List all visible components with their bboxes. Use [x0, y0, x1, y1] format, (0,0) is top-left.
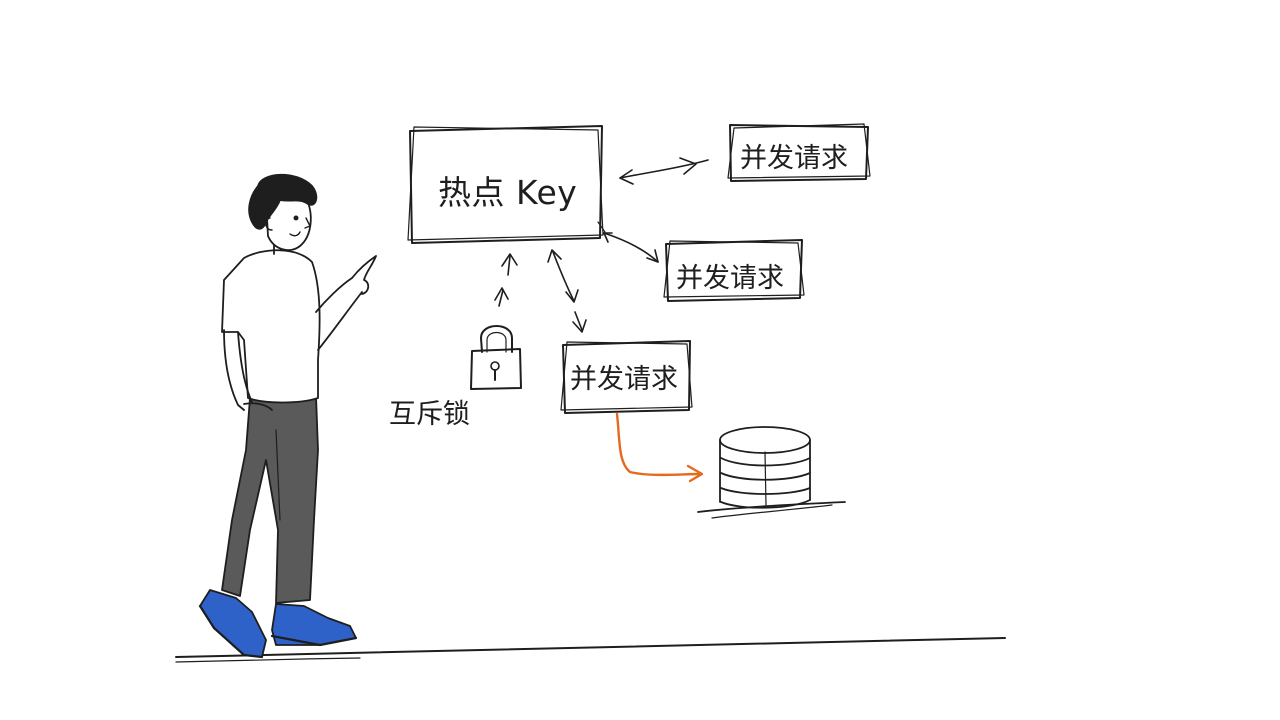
- person-shirt: [221, 249, 321, 404]
- hot-key-label: 热点 Key: [438, 173, 578, 212]
- request-box-3: [560, 340, 693, 414]
- padlock-icon: [470, 325, 522, 390]
- request-box-2: [663, 239, 805, 302]
- concurrent-request-label-1: 并发请求: [740, 143, 848, 174]
- arrow-lock-hotkey: [494, 253, 518, 307]
- arrow-hotkey-request2: [597, 221, 659, 263]
- request-box-1: [727, 123, 871, 182]
- database-icon: [697, 426, 846, 519]
- mutex-lock-label: 互斥锁: [389, 399, 470, 430]
- concurrent-request-label-3: 并发请求: [570, 364, 678, 395]
- person-hair: [248, 173, 318, 230]
- ground-line-sketch: [175, 657, 361, 663]
- hot-key-box: [407, 125, 604, 244]
- concurrent-request-label-2: 并发请求: [676, 263, 784, 294]
- person-illustration: [198, 173, 377, 659]
- arrow-hotkey-request1: [619, 157, 709, 185]
- arrow-request3-database: [615, 412, 704, 483]
- arrow-hotkey-request3: [547, 249, 587, 333]
- person-pants: [221, 391, 319, 604]
